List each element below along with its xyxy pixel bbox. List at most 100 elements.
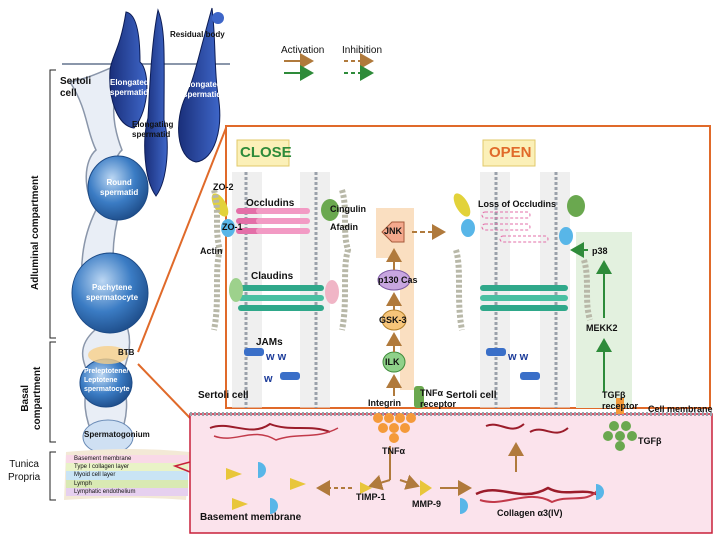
- tunica-propria-label: Tunica Propria: [8, 459, 41, 483]
- claudin-strands-icon: [238, 285, 324, 311]
- zoom-line-bottom: [137, 363, 191, 419]
- tnfa-receptor-label: TNFα receptor: [420, 388, 457, 409]
- elongated-spermatid-2-label: Elongated spermatid: [183, 80, 222, 99]
- tp-layer-label-2: Type I collagen layer: [74, 464, 130, 470]
- close-sertoli-cell-label: Sertoli cell: [198, 390, 249, 401]
- left-scaffold-icon: [229, 278, 243, 302]
- afadin-label: Afadin: [330, 222, 358, 232]
- close-badge: [236, 139, 290, 167]
- tunica-pointer: [172, 461, 191, 473]
- p38-label: p38: [592, 246, 608, 256]
- mekk2-label: MEKK2: [586, 323, 618, 333]
- sertoli-cell-label: Sertoli cell: [60, 76, 92, 99]
- tgfb-cluster-icon: [603, 421, 637, 451]
- spermatogonium-label: Spermatogonium: [84, 430, 150, 439]
- cingulin-label: Cingulin: [330, 204, 366, 214]
- basement-membrane-panel: [189, 413, 713, 534]
- elongated-spermatid-2-icon: [178, 7, 221, 163]
- zo1-icon: [221, 219, 235, 237]
- elongating-spermatid-icon: [144, 8, 168, 197]
- tp-layer-label-3: Myoid cell layer: [74, 472, 116, 478]
- preleptotene-label: Preleptotene/ Leptotene spermatocyte: [84, 368, 130, 393]
- tp-layer-2: [66, 463, 188, 471]
- lost-occludin-icon: [481, 211, 549, 243]
- residual-body-label: Residual body: [170, 30, 225, 39]
- tp-layer-1: [66, 455, 188, 463]
- timp1-label: TIMP-1: [356, 492, 386, 502]
- open-jams-icon: w w: [486, 348, 540, 380]
- tp-layer-label-5: Lymphatic endothelium: [74, 489, 136, 495]
- tunica-bracket: [49, 451, 56, 501]
- ilk-label: ILK: [385, 357, 400, 367]
- close-junction: w w w: [211, 172, 352, 408]
- tp-layer-5: [66, 488, 188, 496]
- mmp9-molecule-icon: [420, 480, 432, 496]
- cingulin-icon: [321, 199, 339, 221]
- p130-label: p130 Cas: [378, 275, 418, 285]
- claudins-label: Claudins: [251, 271, 294, 282]
- tp-layer-4: [66, 480, 188, 488]
- legend-inhibition-label: Inhibition: [342, 45, 383, 56]
- jams-icon: w w w: [244, 348, 300, 385]
- elongated-spermatid-1-icon: [109, 11, 148, 129]
- pachytene-spermatocyte-cell-icon: [71, 252, 149, 334]
- loss-of-occludins-label: Loss of Occludins: [478, 199, 557, 209]
- collagen-label: Collagen α3(IV): [497, 508, 563, 518]
- zoom-line-top: [137, 127, 227, 353]
- pachytene-label: Pachytene spermatocyte: [86, 283, 139, 302]
- svg-text:w: w: [263, 373, 273, 385]
- basement-membrane-content: [209, 422, 604, 514]
- integrin-cluster-icon: [373, 413, 416, 443]
- integrin-label: Integrin: [368, 398, 401, 408]
- zo1-label: ZO-1: [222, 222, 243, 232]
- tgfb-receptor-icon: [616, 398, 624, 414]
- residual-body-icon: [212, 12, 224, 24]
- open-title: OPEN: [489, 144, 532, 161]
- right-scaffold-icon: [325, 280, 339, 304]
- timp1-molecule-icon: [360, 482, 372, 494]
- jnk-pathway: [373, 221, 446, 443]
- close-title: CLOSE: [240, 144, 292, 161]
- basal-bracket: [49, 341, 56, 443]
- btb-label: BTB: [118, 348, 135, 357]
- svg-text:w w: w w: [265, 351, 287, 363]
- basement-membrane-label: Basement membrane: [200, 512, 302, 523]
- elongating-spermatid-label: Elongating spermatid: [132, 120, 174, 139]
- tnfa-receptor-icon: [414, 386, 424, 408]
- occludins-label: Occludins: [246, 198, 295, 209]
- legend-activation-label: Activation: [281, 45, 325, 56]
- jams-label: JAMs: [256, 337, 283, 348]
- seminiferous-epithelium: [49, 7, 230, 501]
- jnk-pathway-bg: [376, 208, 414, 390]
- actin-filament-icon: [211, 189, 224, 331]
- tp-layer-3: [66, 471, 188, 480]
- jnk-label: JNK: [384, 226, 403, 236]
- adluminal-bracket: [49, 69, 56, 339]
- tp-layer-label-4: Lymph: [74, 481, 92, 487]
- elongated-spermatid-1-label: Elongated spermatid: [110, 78, 149, 97]
- open-sertoli-cell-label: Sertoli cell: [446, 390, 497, 401]
- basal-label: Basal compartment: [20, 366, 43, 430]
- open-claudin-icon: [480, 285, 568, 311]
- btb-glow-icon: [88, 346, 128, 364]
- zo2-icon: [211, 193, 229, 217]
- tp-layer-label-1: Basement membrane: [74, 456, 132, 462]
- tnfa-label: TNFα: [382, 446, 406, 456]
- mmp9-label: MMP-9: [412, 499, 441, 509]
- collagen-fiber-icon-1: [209, 422, 331, 433]
- collagen-iv-fiber-icon: [475, 486, 601, 498]
- p38-pathway: [570, 242, 637, 451]
- round-spermatid-label: Round spermatid: [100, 178, 139, 197]
- cell-membrane-label: Cell membrane: [648, 404, 713, 414]
- adluminal-label: Adluminal compartment: [30, 175, 41, 290]
- gsk3-label: GSK-3: [379, 315, 407, 325]
- tgfb-receptor-label: TGFβ receptor: [602, 390, 639, 411]
- jnk-node-icon: [381, 221, 405, 243]
- open-badge: [482, 139, 536, 167]
- tgfb-label: TGFβ: [638, 436, 662, 446]
- svg-text:w w: w w: [507, 351, 529, 363]
- legend: [284, 53, 374, 81]
- round-spermatid-cell-icon: [87, 155, 149, 221]
- actin-filament-right-icon: [339, 189, 352, 331]
